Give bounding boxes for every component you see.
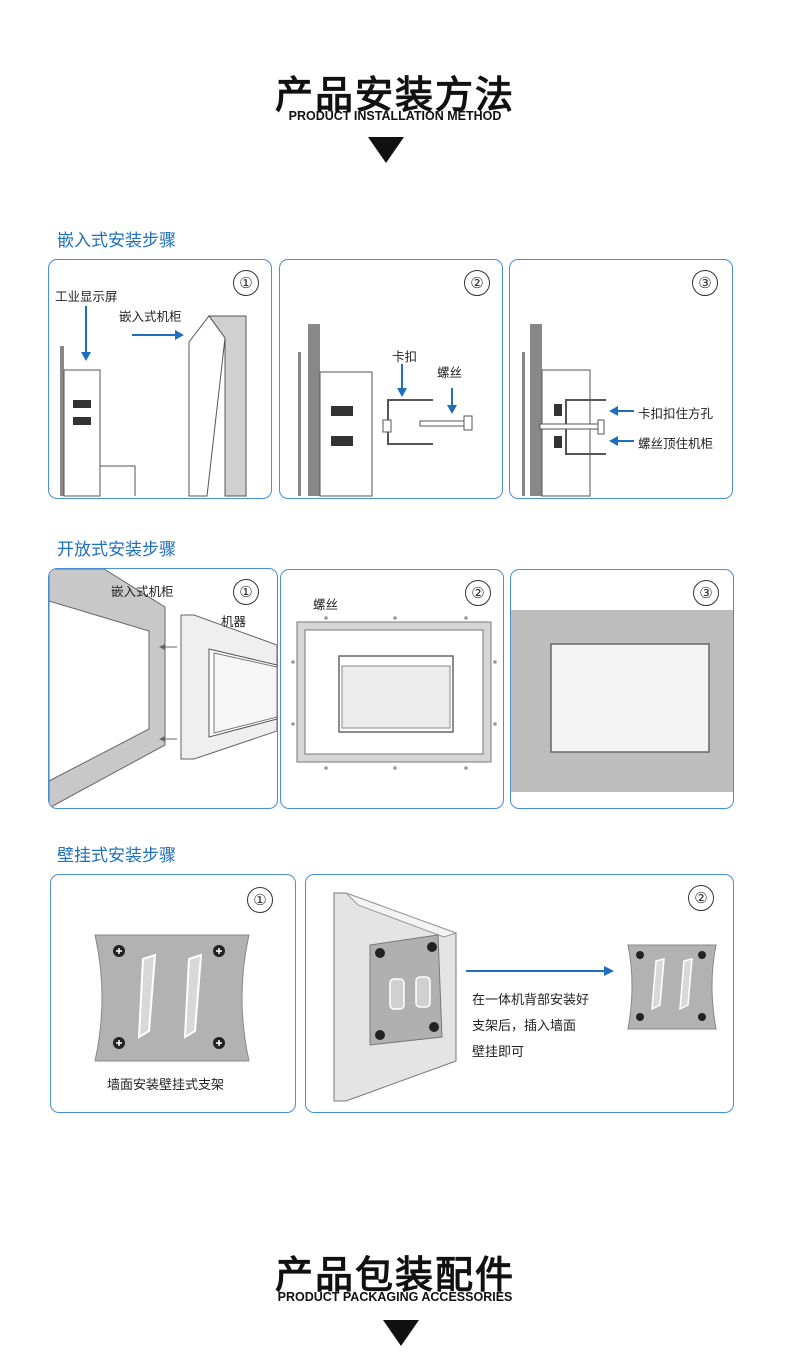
open-step-2-diagram: [291, 616, 497, 770]
open-cabinet-label: 嵌入式机柜: [111, 584, 174, 599]
installation-subtitle: PRODUCT INSTALLATION METHOD: [288, 109, 502, 123]
wall-step-2-panel: ② 在一体机背部安装好 支架后，插入墙面 壁挂即可: [305, 874, 734, 1113]
section-title-open: 开放式安装步骤: [57, 540, 176, 560]
step-number: ②: [465, 580, 491, 606]
embedded-step-3-diagram: [522, 324, 634, 497]
step-number: ①: [233, 579, 259, 605]
open-step-3-panel: ③: [510, 569, 734, 809]
instruction-line-3: 壁挂即可: [472, 1045, 525, 1060]
screen-label: 工业显示屏: [55, 289, 118, 304]
embedded-step-3-panel: ③ 卡扣扣住方孔 螺丝顶住机柜: [509, 259, 733, 499]
section-title-wall: 壁挂式安装步骤: [57, 846, 176, 866]
step-number: ③: [692, 270, 718, 296]
packaging-subtitle: PRODUCT PACKAGING ACCESSORIES: [277, 1290, 513, 1304]
open-step-1-panel: ① 嵌入式机柜 机器: [48, 568, 278, 809]
down-triangle-icon: [368, 137, 404, 163]
step-number: ③: [693, 580, 719, 606]
installation-title: 产品安装方法: [274, 73, 515, 117]
cabinet-label: 嵌入式机柜: [119, 309, 182, 324]
open-screw-label: 螺丝: [313, 597, 339, 612]
embedded-step-1-panel: ① 工业显示屏 嵌入式机柜: [48, 259, 272, 499]
open-step-3-diagram: [511, 610, 733, 792]
instruction-line-2: 支架后，插入墙面: [472, 1019, 577, 1034]
wall-bracket-label: 墙面安装壁挂式支架: [107, 1078, 225, 1093]
screw-label: 螺丝: [437, 365, 463, 380]
packaging-title: 产品包装配件: [274, 1253, 515, 1297]
step-number: ②: [464, 270, 490, 296]
section-title-embedded: 嵌入式安装步骤: [57, 231, 176, 251]
step-number: ①: [233, 270, 259, 296]
step-number: ②: [688, 885, 714, 911]
embedded-step-1-diagram: [60, 306, 247, 497]
step-number: ①: [247, 887, 273, 913]
instruction-line-1: 在一体机背部安装好: [472, 993, 590, 1008]
clip-hold-label: 卡扣扣住方孔: [638, 406, 714, 421]
embedded-step-2-diagram: [298, 324, 473, 497]
embedded-step-2-panel: ② 卡扣 螺丝: [279, 259, 503, 499]
open-step-1-diagram: [49, 569, 277, 808]
wall-step-1-panel: ① 墙面安装壁挂式支架: [50, 874, 296, 1113]
down-triangle-icon: [383, 1320, 419, 1346]
screw-push-label: 螺丝顶住机柜: [638, 436, 714, 451]
wall-bracket-diagram: [94, 934, 250, 1062]
open-step-2-panel: ② 螺丝: [280, 569, 504, 809]
wall-mount-diagram: [333, 892, 717, 1102]
machine-label: 机器: [221, 614, 247, 629]
clip-label: 卡扣: [392, 349, 418, 364]
